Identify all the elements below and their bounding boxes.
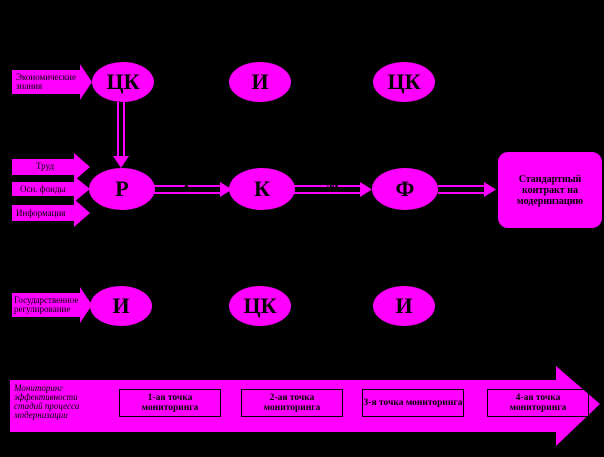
node-bottom-i-2: И — [373, 286, 435, 326]
monitoring-arrow — [10, 366, 600, 446]
label-economic-knowledge: Экономические знания — [16, 72, 76, 91]
result-standard-contract: Стандартный контракт на модернизацию — [498, 152, 602, 228]
arrow-information — [12, 199, 90, 227]
arrow-labor — [12, 153, 90, 181]
monitoring-point-1: 1-ая точка мониторинга — [119, 389, 221, 417]
arrow-ck-to-r-head — [113, 156, 129, 168]
monitoring-label: Мониторинг эффективности стадий процесса… — [14, 383, 80, 420]
node-k: К — [229, 168, 295, 210]
node-top-ck-2: ЦК — [373, 62, 435, 102]
arrow-r-to-k — [154, 182, 232, 197]
node-top-ck-1: ЦК — [92, 62, 154, 102]
monitoring-point-2: 2-ая точка мониторинга — [241, 389, 343, 417]
label-labor: Труд — [36, 161, 55, 171]
connector-x-label: Х — [181, 179, 192, 194]
label-state-regulation: Государственное регулирование — [14, 295, 79, 314]
label-information: Информация — [16, 208, 66, 218]
connector-m-label: М — [326, 179, 340, 194]
node-f: Ф — [372, 168, 438, 210]
arrow-f-to-result — [438, 182, 496, 197]
node-top-i: И — [229, 62, 291, 102]
arrow-economic-knowledge — [12, 64, 92, 100]
node-bottom-ck: ЦК — [229, 286, 291, 326]
arrow-state-regulation — [12, 287, 92, 323]
monitoring-point-3: 3-я точка мониторинга — [362, 389, 464, 417]
label-fixed-assets: Осн. фонды — [20, 184, 66, 194]
node-r: Р — [89, 168, 155, 210]
arrow-k-to-f — [294, 182, 372, 197]
arrow-fixed-assets — [12, 176, 90, 202]
node-bottom-i-1: И — [90, 286, 152, 326]
monitoring-point-4: 4-ая точка мониторинга — [487, 389, 589, 417]
